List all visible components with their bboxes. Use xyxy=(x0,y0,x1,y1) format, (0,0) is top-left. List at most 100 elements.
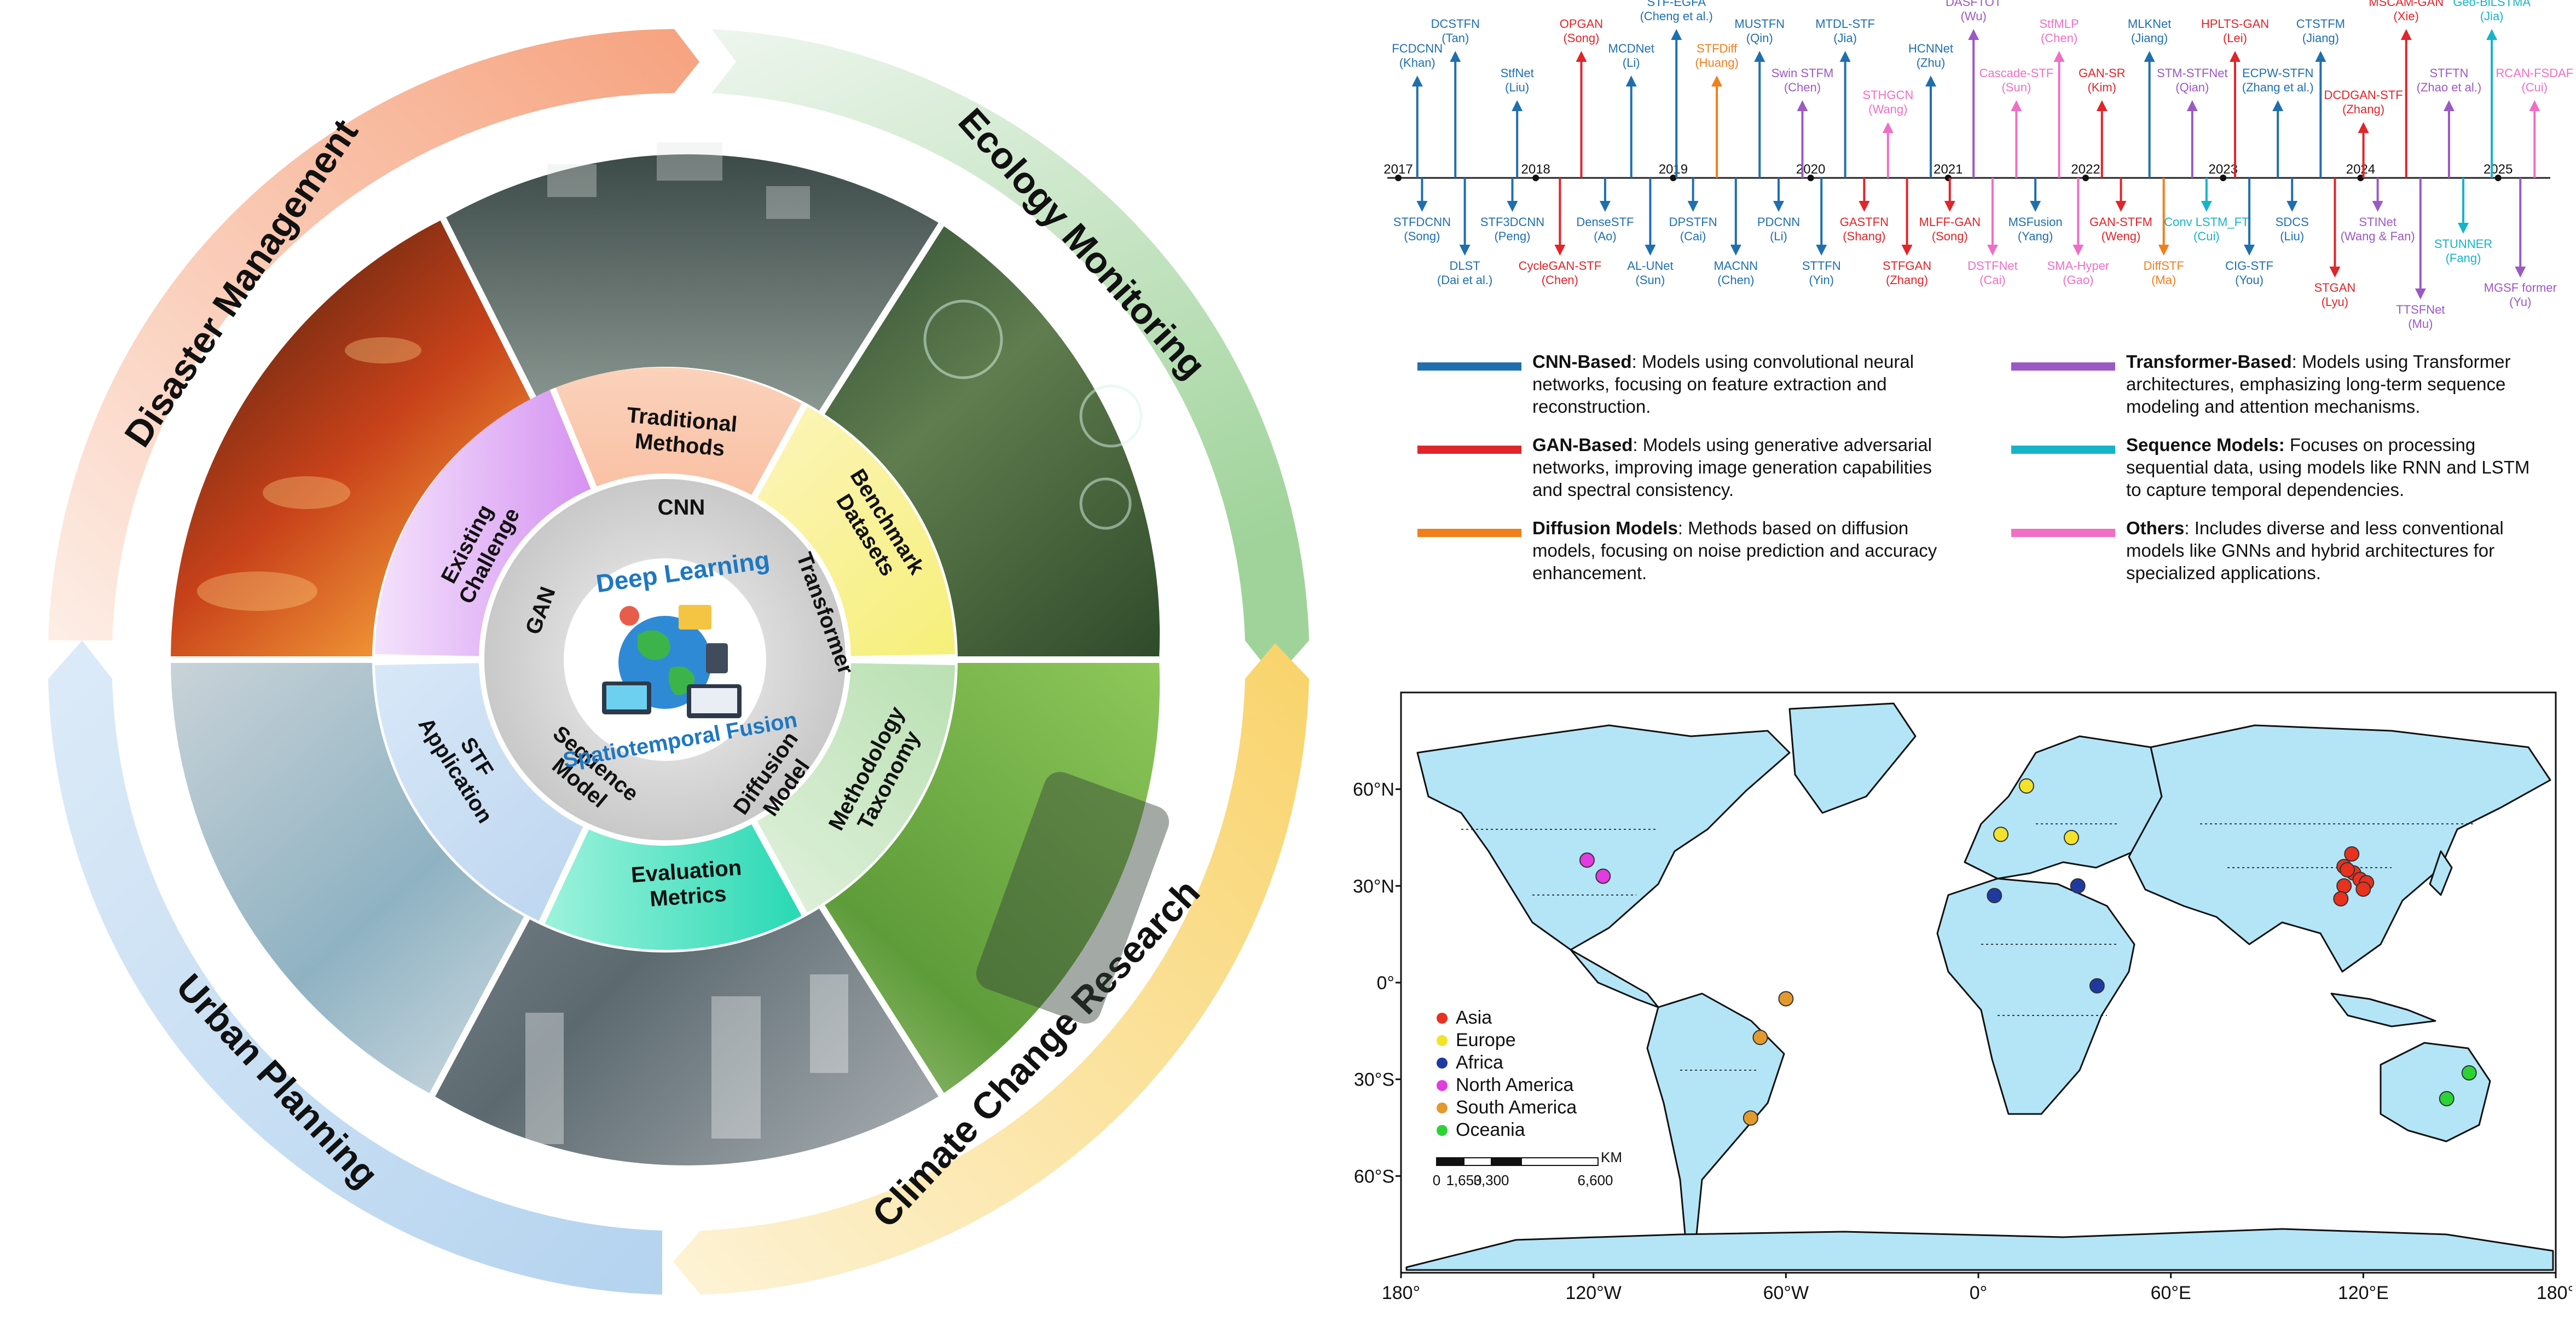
legend-title: Sequence Models: xyxy=(2126,435,2285,455)
model-fcdcnn: FCDCNN(Khan) xyxy=(1392,42,1443,178)
model-swin-stfm: Swin STFM(Chen) xyxy=(1772,66,1834,178)
region-label: South America xyxy=(1456,1097,1577,1118)
lon-label: 120°W xyxy=(1565,1283,1621,1303)
model-name: DSTFNet xyxy=(1967,259,2018,273)
year-label-2021: 2021 xyxy=(1934,162,1963,177)
model-dstfnet: DSTFNet(Cai) xyxy=(1967,178,2018,287)
model-name: STF-EGFA xyxy=(1647,0,1706,9)
region-swatch xyxy=(1437,1080,1448,1091)
model-name: MSCAM-GAN xyxy=(2369,0,2444,9)
region-swatch xyxy=(1437,1058,1448,1069)
legend-text: : Models using generative adversarial ne… xyxy=(1532,435,1932,500)
scale-label: 0 xyxy=(1433,1172,1440,1188)
model-gan-sr: GAN-SR(Kim) xyxy=(2079,66,2126,178)
urban-planning-arc xyxy=(48,640,662,1295)
model-name: STM-STFNet xyxy=(2157,66,2228,80)
north-america-shape xyxy=(1416,724,1791,951)
model-author: (Song) xyxy=(1932,229,1968,243)
model-author: (Jia) xyxy=(1833,31,1857,45)
region-swatch xyxy=(1437,1125,1448,1136)
study-site-asia xyxy=(2355,881,2371,897)
model-name: StfMLP xyxy=(2039,17,2079,31)
disaster-management-arc xyxy=(48,29,699,640)
legend-description: Sequence Models: Focuses on processing s… xyxy=(2126,434,2548,501)
year-label-2018: 2018 xyxy=(1521,162,1550,177)
model-author: (Wu) xyxy=(1961,9,1987,23)
climate-change-research-arc xyxy=(673,643,1309,1295)
study-site-africa xyxy=(2070,878,2086,894)
year-label-2025: 2025 xyxy=(2484,162,2513,177)
study-site-north-america xyxy=(1579,852,1595,868)
model-dasftot: DASFTOT(Wu) xyxy=(1946,0,2001,178)
legend-title: Others xyxy=(2126,518,2185,538)
region-label: Oceania xyxy=(1456,1119,1525,1140)
year-label-2022: 2022 xyxy=(2071,162,2100,177)
model-name: HPLTS-GAN xyxy=(2201,17,2269,31)
model-name: Swin STFM xyxy=(1772,66,1834,80)
year-dot-2022 xyxy=(2082,175,2089,181)
model-sttfn: STTFN(Yin) xyxy=(1802,178,1841,287)
lon-label: 180° xyxy=(2537,1283,2572,1303)
model-author: (Cai) xyxy=(1979,273,2006,287)
model-al-unet: AL-UNet(Sun) xyxy=(1627,178,1674,287)
legend-title: Diffusion Models xyxy=(1532,518,1678,538)
legend-swatch xyxy=(1417,362,1521,371)
legend-description: Others: Includes diverse and less conven… xyxy=(2126,517,2548,584)
model-ecpw-stfn: ECPW-STFN(Zhang et al.) xyxy=(2242,66,2314,178)
model-dcdgan-stf: DCDGAN-STF(Zhang) xyxy=(2324,88,2403,178)
model-name: MTDL-STF xyxy=(1815,17,1875,31)
model-name: STTFN xyxy=(1802,259,1841,273)
model-name: GAN-SR xyxy=(2079,66,2126,80)
indonesia-shape xyxy=(2330,992,2436,1027)
deep-learning-globe-icon xyxy=(602,605,742,718)
lat-label: 30°N xyxy=(1353,876,1394,897)
model-mtdl-stf: MTDL-STF(Jia) xyxy=(1815,17,1875,178)
legend-swatch xyxy=(1417,529,1521,537)
year-dot-2020 xyxy=(1807,175,1814,181)
model-name: MGSF former xyxy=(2484,281,2557,295)
model-name: DPSTFN xyxy=(1669,215,1717,229)
legend-swatch xyxy=(2011,446,2115,454)
legend-description: GAN-Based: Models using generative adver… xyxy=(1532,434,1954,501)
model-diffstf: DiffSTF(Ma) xyxy=(2144,178,2184,287)
model-author: (Cui) xyxy=(2193,229,2220,243)
model-mlff-gan: MLFF-GAN(Song) xyxy=(1919,178,1981,243)
legend-text: : Models using Transformer architectures… xyxy=(2126,351,2511,417)
model-name: MUSTFN xyxy=(1734,17,1785,31)
lon-label: 120°E xyxy=(2338,1283,2389,1303)
model-gan-stfm: GAN-STFM(Weng) xyxy=(2089,178,2152,243)
region-label: North America xyxy=(1456,1075,1573,1095)
model-name: AL-UNet xyxy=(1627,259,1673,273)
model-stinet: STINet(Wang & Fan) xyxy=(2341,178,2415,243)
model-author: (Song) xyxy=(1563,31,1599,45)
legend-text: : Models using convolutional neural netw… xyxy=(1532,351,1914,417)
model-author: (You) xyxy=(2235,273,2264,287)
stf-overview-wheel: Disaster Management Ecology Monitoring C… xyxy=(48,29,1309,1295)
model-author: (Ao) xyxy=(1594,229,1617,243)
model-name: Conv LSTM_FT xyxy=(2164,215,2249,229)
year-label-2020: 2020 xyxy=(1796,162,1825,177)
model-name: SDCS xyxy=(2276,215,2309,229)
model-stm-stfnet: STM-STFNet(Qian) xyxy=(2157,66,2228,178)
model-author: (Qian) xyxy=(2175,80,2209,94)
model-sdcs: SDCS(Liu) xyxy=(2276,178,2309,243)
model-name: DLST xyxy=(1450,259,1480,273)
model-author: (Yang) xyxy=(2018,229,2053,243)
model-author: (Chen) xyxy=(2041,31,2077,45)
model-author: (Liu) xyxy=(1505,80,1529,94)
model-stfnet: StfNet(Liu) xyxy=(1501,66,1534,178)
model-mgsf-former: MGSF former(Yu) xyxy=(2484,178,2557,309)
model-name: ECPW-STFN xyxy=(2242,66,2313,80)
model-name: MLKNet xyxy=(2128,17,2171,31)
model-name: STINet xyxy=(2359,215,2396,229)
model-name: STFGAN xyxy=(1883,259,1931,273)
model-author: (Wang) xyxy=(1868,102,1907,116)
model-pdcnn: PDCNN(Li) xyxy=(1757,178,1800,243)
model-stf3dcnn: STF3DCNN(Peng) xyxy=(1480,178,1544,243)
year-label-2017: 2017 xyxy=(1383,162,1413,177)
model-name: Geo-BiLSTMA xyxy=(2453,0,2531,9)
model-author: (Zhang) xyxy=(2342,102,2384,116)
